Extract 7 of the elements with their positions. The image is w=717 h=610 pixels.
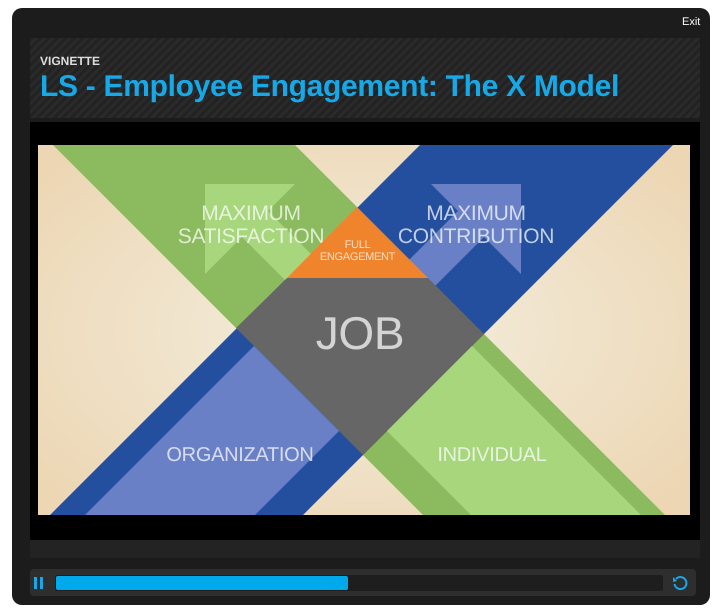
section-label: VIGNETTE: [40, 54, 100, 68]
shape-label: MAXIMUM SATISFACTION: [176, 202, 326, 248]
shape-label: JOB: [314, 308, 406, 359]
title: LS - Employee Engagement: The X Model: [40, 70, 619, 104]
shape-label: INDIVIDUAL: [436, 444, 548, 466]
exit-link: Exit: [682, 16, 700, 28]
shape-label: ORGANIZATION: [165, 444, 315, 466]
